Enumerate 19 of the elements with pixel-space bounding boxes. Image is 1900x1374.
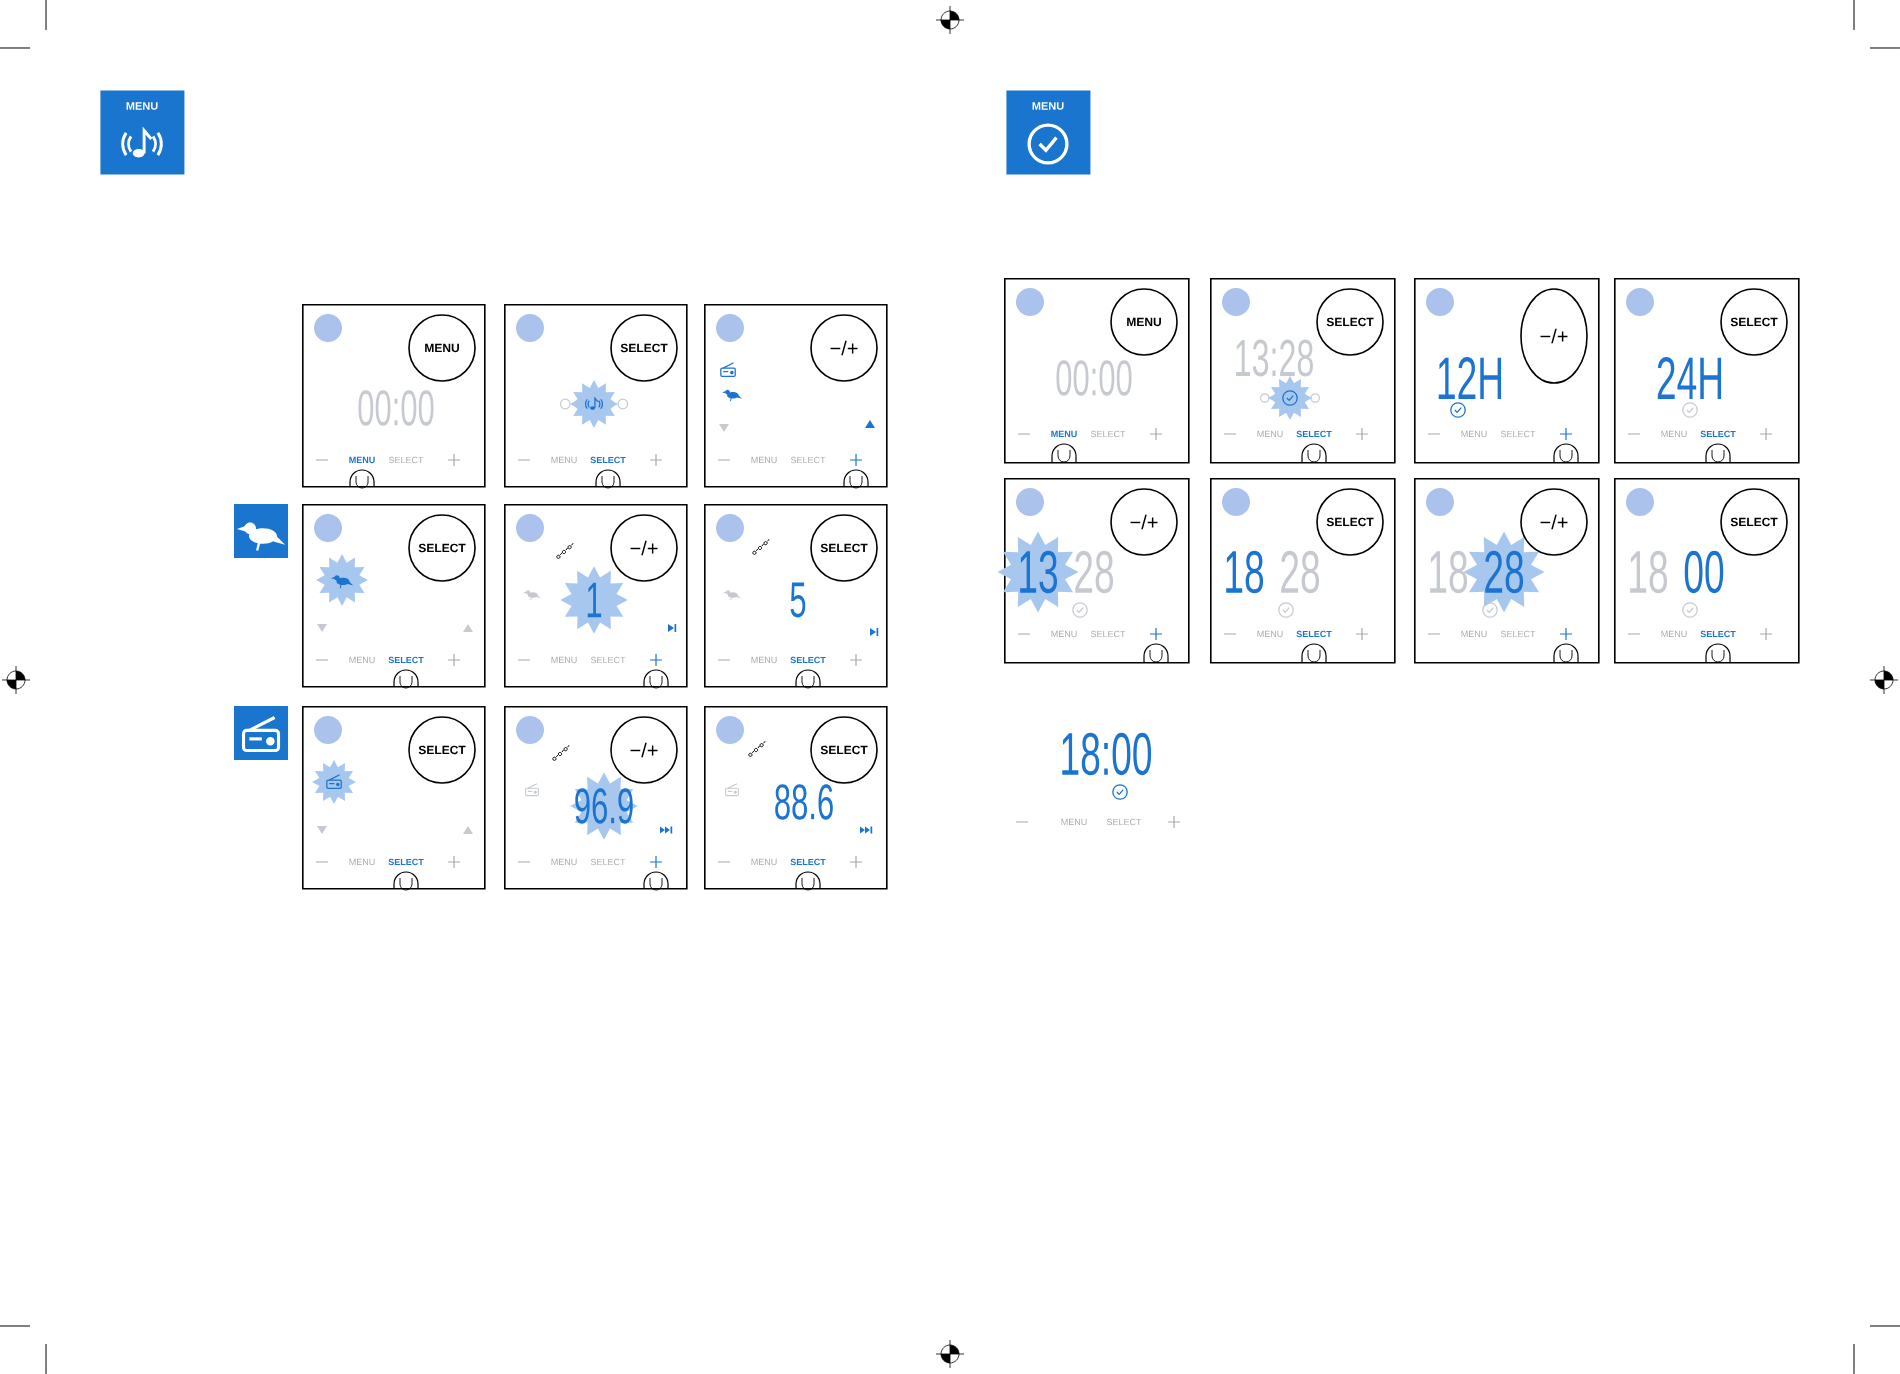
display-digits: 18 <box>1226 550 1264 594</box>
display-digits: 28 <box>1075 550 1114 594</box>
display-digits: 00:00 <box>358 390 434 426</box>
display-digits: 00 <box>1684 550 1724 594</box>
display-digits: 5 <box>790 582 806 618</box>
display-digits: 18:00 <box>1062 732 1152 776</box>
display-digits: 18 <box>1630 550 1668 594</box>
display-digits: 24H <box>1657 357 1722 399</box>
display-digits: 28 <box>1281 550 1320 594</box>
display-digits: 13 <box>1020 550 1058 594</box>
display-digits: 96.9 <box>575 788 633 824</box>
display-digits: 1 <box>587 582 602 618</box>
display-digits: 88.6 <box>775 784 833 820</box>
display-digits: 28 <box>1485 550 1524 594</box>
display-digits: 13:28 <box>1236 339 1313 377</box>
display-digits: 18 <box>1430 550 1468 594</box>
display-digits: 00:00 <box>1056 360 1132 396</box>
button-oval: −/+ <box>1520 288 1588 384</box>
display-digits: 12H <box>1438 357 1502 399</box>
